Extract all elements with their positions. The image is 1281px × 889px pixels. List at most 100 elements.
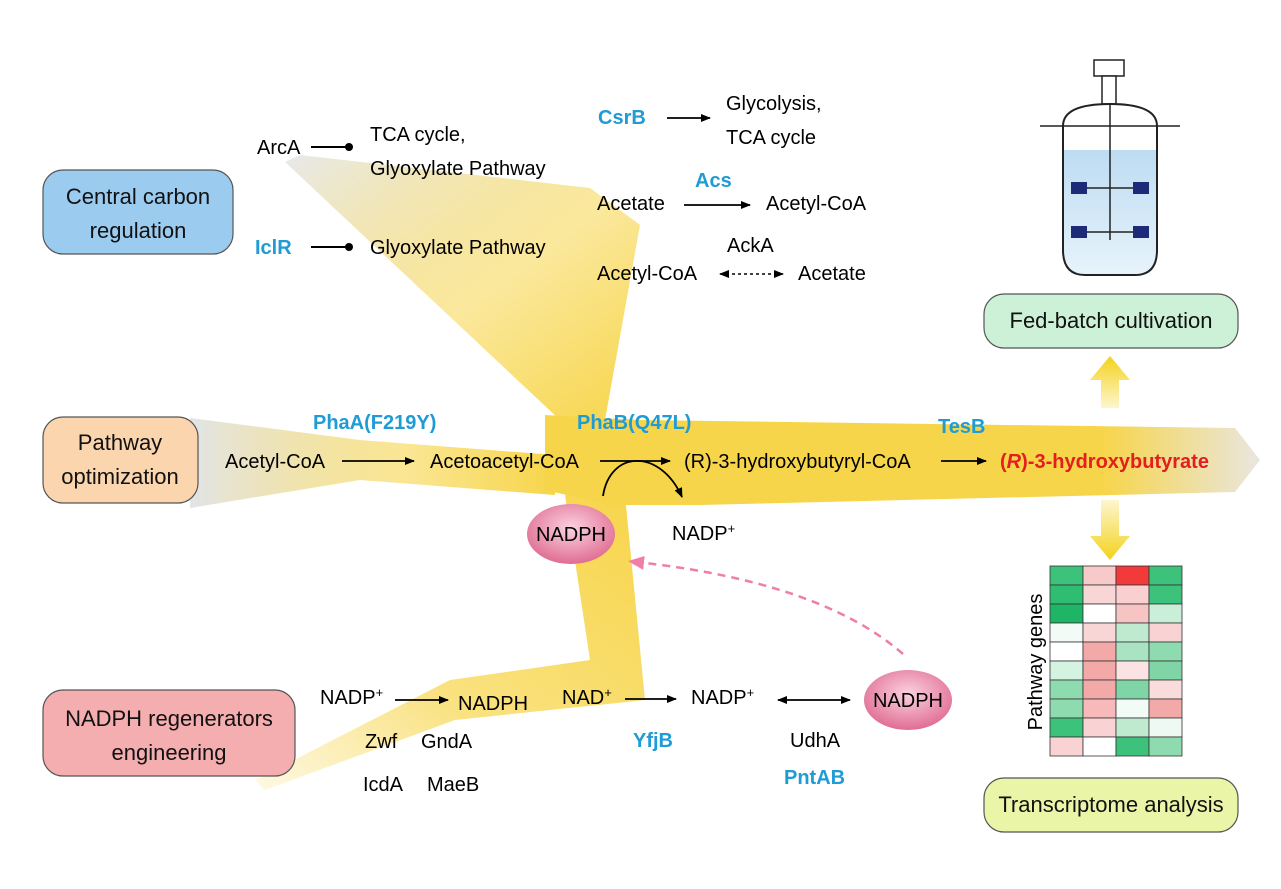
heatmap-cell — [1115, 584, 1150, 605]
heatmap-cell — [1115, 641, 1150, 662]
heatmap-cell — [1082, 565, 1117, 586]
impeller-blade — [1071, 226, 1087, 238]
pathway-optimization-line1: Pathway — [78, 430, 162, 455]
impeller-blade — [1133, 226, 1149, 238]
main-flux — [545, 415, 1260, 505]
gnda-label: GndA — [421, 731, 473, 753]
heatmap-cell — [1082, 603, 1117, 624]
heatmap-cell — [1115, 698, 1150, 719]
pathway-optimization-line2: optimization — [61, 464, 178, 489]
down-yellow-arrow — [1090, 500, 1130, 560]
transcriptome-label: Transcriptome analysis — [998, 792, 1223, 817]
acetoacetyl-coa: Acetoacetyl-CoA — [430, 451, 580, 473]
tca-cycle-label-2: TCA cycle — [726, 127, 816, 149]
impeller-blade — [1133, 182, 1149, 194]
glyoxylate-pathway-label-2: Glyoxylate Pathway — [370, 237, 546, 259]
fed-batch-label: Fed-batch cultivation — [1010, 308, 1213, 333]
heatmap-cell — [1082, 622, 1117, 643]
heatmap-cell — [1049, 736, 1084, 757]
glycolysis-label: Glycolysis, — [726, 93, 822, 115]
maeb-label: MaeB — [427, 774, 479, 796]
heatmap-cell — [1049, 641, 1084, 662]
nadph-right-label: NADPH — [873, 690, 943, 712]
heatmap-cell — [1082, 698, 1117, 719]
tca-cycle-label: TCA cycle, — [370, 124, 466, 146]
central-carbon-flux — [285, 155, 640, 420]
heatmap-ylabel: Pathway genes — [1025, 594, 1047, 731]
heatmap-cell — [1148, 584, 1183, 605]
heatmap-cell — [1148, 660, 1183, 681]
nadph-regeneration: NADP+ NADPH Zwf GndA IcdA MaeB NAD+ NADP… — [320, 555, 952, 796]
fed-batch-box: Fed-batch cultivation — [983, 293, 1239, 349]
nadph-supply-dashed-arrow — [628, 555, 904, 655]
nadp-plus-center: NADP+ — [672, 521, 735, 546]
phaa-label: PhaA(F219Y) — [313, 412, 436, 434]
acetate-product: Acetate — [798, 263, 866, 285]
yfjb-label: YfjB — [633, 730, 673, 752]
heatmap-cell — [1115, 660, 1150, 681]
icda-label: IcdA — [363, 774, 404, 796]
acetyl-coa-substrate: Acetyl-CoA — [597, 263, 698, 285]
zwf-label: Zwf — [365, 731, 398, 753]
heatmap-cell — [1049, 622, 1084, 643]
pathway-optimization: PhaA(F219Y) PhaB(Q47L) TesB Acetyl-CoA A… — [225, 412, 1209, 564]
heatmap-cell — [1148, 603, 1183, 624]
heatmap-cell — [1049, 603, 1084, 624]
phab-label: PhaB(Q47L) — [577, 412, 691, 434]
motor-cap — [1093, 59, 1125, 77]
central-carbon-box: Central carbon regulation — [42, 169, 234, 255]
up-yellow-arrow — [1090, 356, 1130, 408]
heatmap-cell — [1082, 679, 1117, 700]
nadp-plus-2: NADP+ — [691, 685, 754, 710]
hydroxybutyryl-coa: (R)-3-hydroxybutyryl-CoA — [684, 451, 911, 473]
nadph-product-1: NADPH — [458, 693, 528, 715]
heatmap-cell — [1082, 717, 1117, 738]
motor-neck — [1101, 75, 1117, 105]
nadph-center-label: NADPH — [536, 524, 606, 546]
heatmap-cell — [1148, 565, 1183, 586]
heatmap-cell — [1148, 736, 1183, 757]
heatmap-cell — [1082, 641, 1117, 662]
bioreactor-icon — [1040, 59, 1180, 276]
central-carbon-regulation: ArcA TCA cycle, Glyoxylate Pathway IclR … — [255, 93, 867, 285]
heatmap-cell — [1049, 679, 1084, 700]
central-carbon-line2: regulation — [90, 218, 187, 243]
arca-label: ArcA — [257, 137, 301, 159]
heatmap-cell — [1148, 717, 1183, 738]
heatmap-cell — [1049, 584, 1084, 605]
nadph-regenerators-line1: NADPH regenerators — [65, 706, 273, 731]
nadph-regenerators-box: NADPH regenerators engineering — [42, 689, 296, 777]
heatmap-cell — [1082, 660, 1117, 681]
heatmap-cell — [1115, 565, 1150, 586]
nadph-regenerators-line2: engineering — [112, 740, 227, 765]
arca-inhibition-dot — [345, 143, 353, 151]
acetyl-coa-start: Acetyl-CoA — [225, 451, 326, 473]
acka-label: AckA — [727, 235, 774, 257]
heatmap-cell — [1115, 717, 1150, 738]
central-carbon-line1: Central carbon — [66, 184, 210, 209]
impeller-blade — [1071, 182, 1087, 194]
heatmap-cell — [1148, 622, 1183, 643]
heatmap-cell — [1049, 717, 1084, 738]
pathway-optimization-box: Pathway optimization — [42, 416, 199, 504]
heatmap-cell — [1148, 698, 1183, 719]
transcriptome-heatmap: Pathway genes — [1025, 565, 1183, 757]
heatmap-cell — [1049, 698, 1084, 719]
acetyl-coa-product: Acetyl-CoA — [766, 193, 867, 215]
product-3-hydroxybutyrate: (R)-3-hydroxybutyrate — [1000, 451, 1209, 473]
tesb-label: TesB — [938, 416, 985, 438]
heatmap-cell — [1049, 565, 1084, 586]
acs-label: Acs — [695, 170, 732, 192]
heatmap-cell — [1082, 736, 1117, 757]
pathway-optimization-flux — [190, 418, 555, 508]
heatmap-grid — [1049, 565, 1183, 757]
heatmap-cell — [1115, 622, 1150, 643]
nadp-plus-1: NADP+ — [320, 685, 383, 710]
heatmap-cell — [1148, 641, 1183, 662]
heatmap-cell — [1049, 660, 1084, 681]
vessel-outline — [1062, 102, 1158, 276]
iclr-inhibition-dot — [345, 243, 353, 251]
heatmap-cell — [1115, 736, 1150, 757]
glyoxylate-pathway-label-1: Glyoxylate Pathway — [370, 158, 546, 180]
